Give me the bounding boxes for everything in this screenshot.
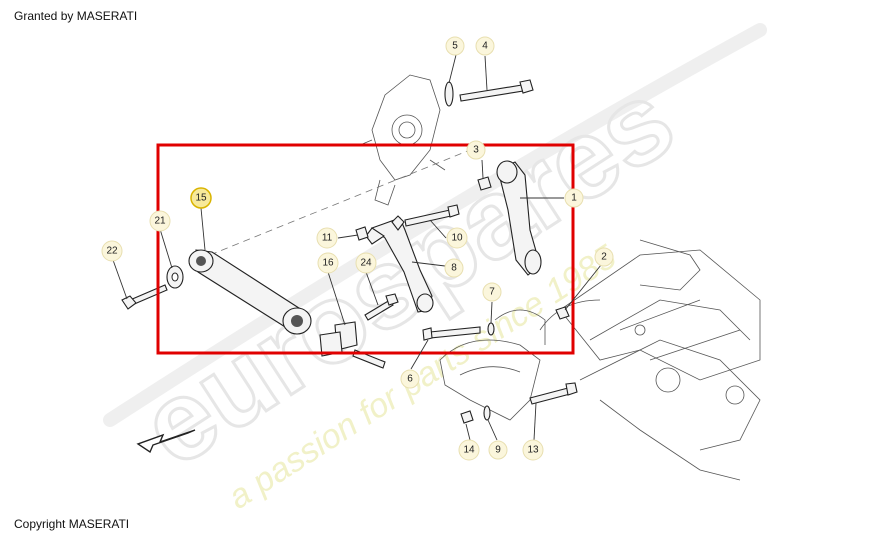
callout-1: 1	[564, 188, 584, 208]
part-14-nut	[460, 410, 474, 424]
part-2-nut	[555, 306, 570, 320]
callout-15: 15	[190, 187, 212, 209]
svg-text:6: 6	[407, 374, 413, 385]
callout-7: 7	[482, 282, 502, 302]
part-11-nut	[355, 226, 369, 241]
lower-carrier	[439, 309, 546, 421]
svg-text:11: 11	[322, 233, 333, 244]
callout-8: 8	[444, 258, 464, 278]
callout-6: 6	[400, 369, 420, 389]
part-9-washer	[483, 405, 491, 421]
part-24-bolt	[364, 293, 399, 321]
callout-3: 3	[466, 140, 486, 160]
svg-text:2: 2	[601, 252, 607, 263]
callout-2: 2	[594, 247, 614, 267]
callouts: 1 2 3 4 5 6 7 8 9 10 11 13 14 15 16 21 2…	[101, 36, 614, 461]
callout-16: 16	[317, 252, 339, 274]
svg-text:4: 4	[482, 41, 488, 52]
part-8-upper-arm	[365, 215, 434, 313]
rear-subframe	[539, 239, 761, 481]
part-1-toe-link	[496, 160, 542, 276]
bottom-caption: Copyright MASERATI	[14, 517, 130, 531]
highlight-box	[156, 143, 575, 355]
part-13-bolt	[529, 382, 578, 405]
part-10-bolt	[404, 204, 460, 227]
part-15-control-arm	[188, 249, 312, 335]
part-6-bolt	[422, 322, 495, 341]
leader-lines	[112, 54, 602, 441]
top-caption: Granted by MASERATI	[14, 9, 138, 23]
svg-text:10: 10	[451, 233, 463, 244]
callout-10: 10	[446, 227, 468, 249]
svg-text:16: 16	[322, 258, 334, 269]
part-21-washer	[166, 265, 184, 289]
svg-text:21: 21	[154, 216, 166, 227]
part-3-nut	[477, 176, 492, 191]
svg-text:5: 5	[452, 41, 458, 52]
svg-text:9: 9	[495, 445, 501, 456]
svg-text:15: 15	[195, 193, 207, 204]
svg-text:14: 14	[463, 445, 475, 456]
svg-text:1: 1	[571, 193, 577, 204]
callout-9: 9	[488, 440, 508, 460]
callout-22: 22	[101, 240, 123, 262]
part-4-bolt	[459, 79, 534, 102]
svg-text:13: 13	[527, 445, 539, 456]
svg-text:22: 22	[106, 246, 118, 257]
part-5-washer	[444, 81, 454, 107]
part-22-bolt	[121, 284, 168, 310]
callout-13: 13	[522, 439, 544, 461]
callout-11: 11	[316, 227, 338, 249]
direction-arrow	[136, 429, 196, 454]
callout-24: 24	[355, 252, 377, 274]
callout-14: 14	[458, 439, 480, 461]
callout-5: 5	[445, 36, 465, 56]
callout-4: 4	[475, 36, 495, 56]
svg-text:24: 24	[360, 258, 372, 269]
svg-text:3: 3	[473, 145, 479, 156]
svg-text:8: 8	[451, 263, 457, 274]
callout-21: 21	[149, 210, 171, 232]
svg-text:7: 7	[489, 287, 495, 298]
